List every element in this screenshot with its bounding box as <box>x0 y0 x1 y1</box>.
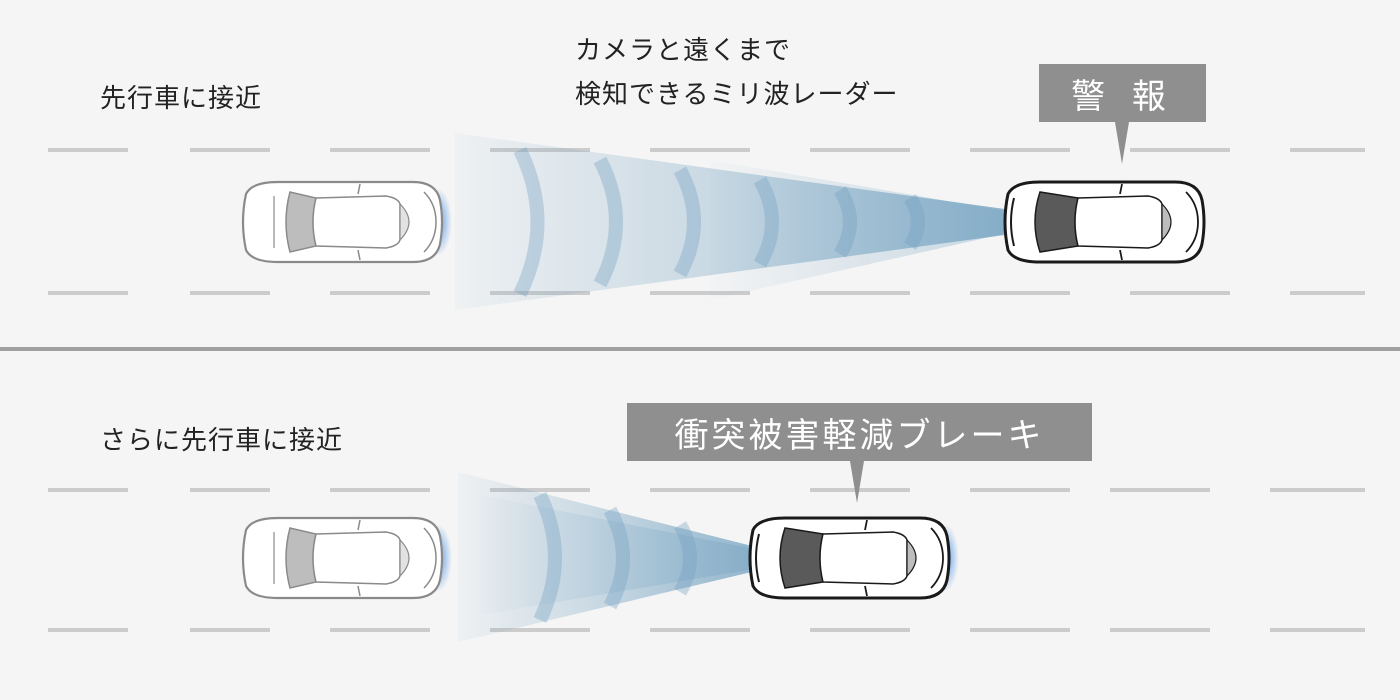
own-car-icon <box>241 516 452 600</box>
own-car-icon <box>241 180 452 264</box>
lead-car-icon <box>748 516 959 600</box>
radar-label-line1: カメラと遠くまで <box>575 36 792 66</box>
brake-callout-text: 衝突被害軽減ブレーキ <box>674 415 1045 456</box>
warning-callout-text: 警 報 <box>1071 76 1174 117</box>
scene-bottom-label: さらに先行車に接近 <box>100 426 344 456</box>
radar-beam-icon <box>455 133 1012 310</box>
radar-label-line2: 検知できるミリ波レーダー <box>575 80 899 110</box>
scene-top-label: 先行車に接近 <box>100 84 263 114</box>
lead-car-icon <box>1003 180 1206 264</box>
brake-callout: 衝突被害軽減ブレーキ <box>627 403 1092 503</box>
warning-callout: 警 報 <box>1039 64 1206 164</box>
radar-beam-icon <box>458 472 760 642</box>
